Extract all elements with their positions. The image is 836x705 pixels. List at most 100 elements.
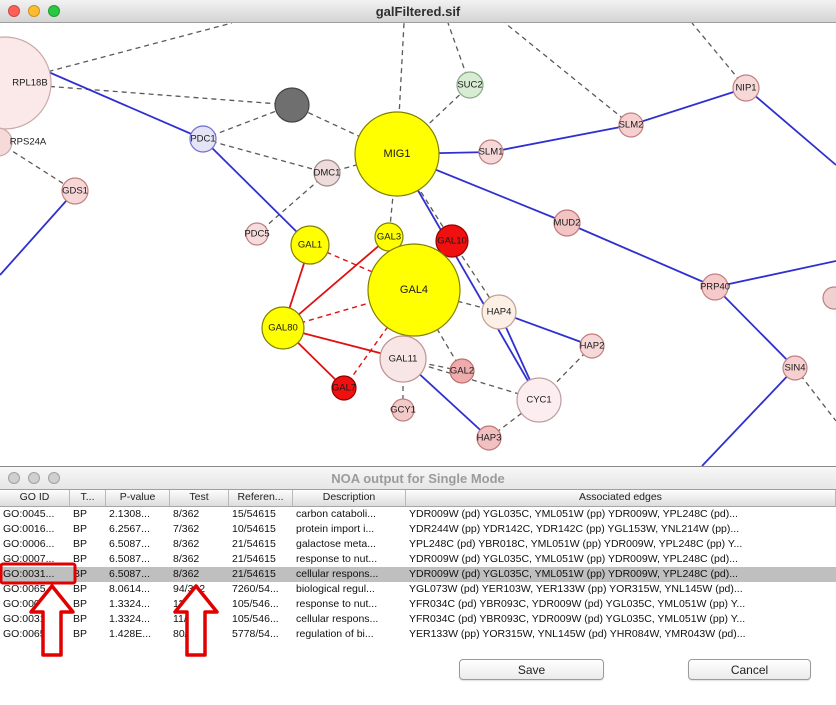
column-header[interactable]: P-value	[106, 490, 170, 506]
column-header[interactable]: Description	[293, 490, 406, 506]
network-edge[interactable]	[202, 138, 328, 174]
table-cell: 21/54615	[232, 568, 276, 580]
column-header[interactable]: GO ID	[0, 490, 70, 506]
network-edge[interactable]	[0, 142, 76, 192]
network-edge[interactable]	[256, 172, 328, 235]
table-cell: YDR009W (pd) YGL035C, YML051W (pp) YDR00…	[409, 553, 738, 565]
network-edge[interactable]	[714, 286, 796, 369]
network-edge[interactable]	[413, 289, 463, 372]
table-cell: 11/362	[173, 613, 205, 625]
node-label: GCY1	[390, 405, 416, 416]
table-cell: response to nut...	[296, 598, 378, 610]
network-edge[interactable]	[745, 87, 836, 166]
table-cell: 1.3324...	[109, 598, 150, 610]
network-node-pdc1[interactable]	[189, 125, 217, 153]
network-node-gal80[interactable]	[261, 306, 305, 350]
network-edge[interactable]	[4, 82, 293, 106]
network-edge[interactable]	[202, 138, 311, 246]
network-edge[interactable]	[202, 104, 293, 140]
network-window-titlebar: galFiltered.sif	[0, 0, 836, 23]
table-cell: GO:0016...	[3, 523, 55, 535]
column-header[interactable]: Referen...	[229, 490, 293, 506]
cancel-button[interactable]: Cancel	[688, 659, 811, 680]
network-node-dark[interactable]	[274, 87, 310, 123]
table-cell: GO:0007...	[3, 553, 55, 565]
network-node-pdc5[interactable]	[245, 222, 269, 246]
network-node-edge_node[interactable]	[822, 286, 836, 310]
column-header[interactable]: Test	[170, 490, 229, 506]
table-cell: GO:0031...	[3, 613, 55, 625]
network-edge[interactable]	[291, 104, 398, 155]
zoom-button[interactable]	[48, 5, 60, 17]
network-edge[interactable]	[282, 236, 390, 329]
network-edge[interactable]	[396, 153, 453, 242]
table-cell: YGL073W (pd) YER103W, YER133W (pp) YOR31…	[409, 583, 743, 595]
network-node-gal7[interactable]	[331, 375, 357, 401]
column-header[interactable]: T...	[70, 490, 106, 506]
table-cell: YDR009W (pd) YGL035C, YML051W (pp) YDR00…	[409, 508, 738, 520]
minimize-button[interactable]	[28, 5, 40, 17]
minimize-button[interactable]	[28, 472, 40, 484]
node-label: GAL11	[389, 354, 418, 365]
network-node-hap2[interactable]	[579, 333, 605, 359]
network-node-suc2[interactable]	[456, 71, 484, 99]
network-node-gal10[interactable]	[435, 224, 469, 258]
table-cell: BP	[73, 508, 88, 520]
network-node-hap3[interactable]	[476, 425, 502, 451]
network-node-cyc1[interactable]	[516, 377, 562, 423]
zoom-button[interactable]	[48, 472, 60, 484]
network-edge[interactable]	[701, 367, 796, 466]
network-edge[interactable]	[490, 124, 632, 153]
network-node-slm2[interactable]	[618, 112, 644, 138]
network-edge[interactable]	[504, 23, 632, 126]
network-node-gal1[interactable]	[290, 225, 330, 265]
network-edge[interactable]	[714, 260, 836, 288]
network-node-gds1[interactable]	[61, 177, 89, 205]
network-edge[interactable]	[396, 84, 471, 155]
table-cell: 1.3324...	[109, 613, 150, 625]
network-node-nip1[interactable]	[732, 74, 760, 102]
close-button[interactable]	[8, 5, 20, 17]
network-node-mig1[interactable]	[354, 111, 440, 197]
save-button[interactable]: Save	[459, 659, 604, 680]
network-edge[interactable]	[282, 289, 415, 329]
table-cell: 5778/54...	[232, 628, 279, 640]
network-node-gal2[interactable]	[449, 358, 475, 384]
table-cell: 15/54615	[232, 508, 276, 520]
network-edge[interactable]	[630, 87, 747, 126]
network-node-dmc1[interactable]	[313, 159, 341, 187]
network-node-hap4[interactable]	[481, 294, 517, 330]
network-edge[interactable]	[0, 190, 76, 276]
node-label: HAP4	[487, 307, 512, 318]
network-node-mud2[interactable]	[553, 209, 581, 237]
network-node-slm1[interactable]	[478, 139, 504, 165]
table-cell: regulation of bi...	[296, 628, 374, 640]
network-node-rps24a[interactable]	[0, 127, 13, 157]
table-cell: BP	[73, 613, 88, 625]
network-node-gcy1[interactable]	[391, 398, 415, 422]
network-edge[interactable]	[396, 153, 540, 401]
network-node-gal4[interactable]	[367, 243, 461, 337]
network-node-gal11[interactable]	[379, 335, 427, 383]
table-cell: 8/362	[173, 568, 200, 580]
network-node-rpl18b[interactable]	[0, 36, 52, 130]
table-cell: GO:0065...	[3, 628, 55, 640]
network-edge[interactable]	[566, 222, 716, 288]
network-edge[interactable]	[402, 358, 540, 401]
network-node-prp40[interactable]	[701, 273, 729, 301]
table-cell: BP	[73, 583, 88, 595]
column-header[interactable]: Associated edges	[406, 490, 836, 506]
network-node-sin4[interactable]	[782, 355, 808, 381]
close-button[interactable]	[8, 472, 20, 484]
